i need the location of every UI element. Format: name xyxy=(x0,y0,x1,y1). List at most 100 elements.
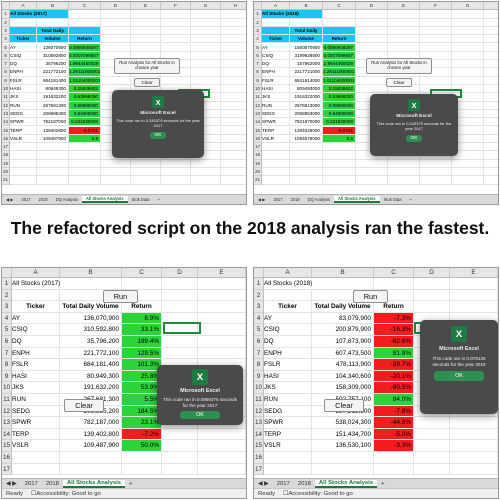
cell[interactable] xyxy=(191,168,221,177)
cell[interactable] xyxy=(484,127,498,135)
row-number[interactable]: 14 xyxy=(2,428,12,441)
cell[interactable] xyxy=(312,463,374,476)
cell[interactable]: 809493000 xyxy=(290,85,323,94)
cell[interactable] xyxy=(388,176,420,185)
row-number[interactable]: 21 xyxy=(254,176,262,185)
cell[interactable] xyxy=(420,168,452,177)
cell[interactable] xyxy=(312,452,374,464)
cell[interactable]: -0.0721 xyxy=(323,126,356,135)
cell[interactable]: Total Daily Volume xyxy=(60,301,122,313)
cell[interactable] xyxy=(323,18,356,27)
cell[interactable] xyxy=(10,168,37,177)
cell[interactable]: 221772100 xyxy=(37,68,69,77)
cell[interactable] xyxy=(262,18,290,27)
cell[interactable]: SEDG xyxy=(264,405,312,418)
column-header[interactable]: D xyxy=(101,2,131,10)
row-number[interactable]: 18 xyxy=(2,151,10,160)
cell[interactable]: -20.1% xyxy=(374,370,414,383)
cell[interactable] xyxy=(452,126,484,135)
cell[interactable]: 33.1% xyxy=(122,324,162,336)
clear-button[interactable]: Clear xyxy=(64,399,104,412)
cell[interactable] xyxy=(198,347,246,360)
cell[interactable]: All Stocks (2018) xyxy=(264,278,374,290)
column-header[interactable]: E xyxy=(388,2,420,10)
row-number[interactable]: 14 xyxy=(254,428,264,441)
row-number[interactable]: 11 xyxy=(254,394,264,406)
cell[interactable]: 53.9% xyxy=(122,382,162,394)
cell[interactable]: 191,632,200 xyxy=(60,382,122,394)
cell[interactable] xyxy=(262,151,290,160)
cell[interactable] xyxy=(420,18,452,27)
cell[interactable] xyxy=(484,68,498,77)
tab-nav-arrows-icon[interactable]: ◀ ▶ xyxy=(258,480,269,487)
cell[interactable]: DQ xyxy=(264,336,312,348)
cell[interactable] xyxy=(262,143,290,152)
row-number[interactable]: 11 xyxy=(2,394,12,406)
cell[interactable]: SPWR xyxy=(264,417,312,429)
cell[interactable] xyxy=(161,35,191,44)
cell[interactable]: -7.3% xyxy=(374,312,414,325)
cell[interactable] xyxy=(262,168,290,177)
cell[interactable] xyxy=(161,168,191,177)
cell[interactable]: -60.5% xyxy=(374,382,414,394)
column-header[interactable]: B xyxy=(60,268,122,277)
cell[interactable] xyxy=(452,76,484,85)
row-number[interactable]: 9 xyxy=(2,76,10,85)
column-header[interactable]: C xyxy=(323,2,356,10)
cell[interactable]: AY xyxy=(10,43,37,52)
column-header[interactable]: D xyxy=(162,268,198,277)
cell[interactable] xyxy=(191,151,221,160)
row-number[interactable]: 8 xyxy=(2,68,10,77)
row-number[interactable]: 1 xyxy=(254,278,264,290)
cell[interactable] xyxy=(101,176,131,185)
cell[interactable] xyxy=(484,93,498,102)
cell[interactable]: FSLR xyxy=(12,359,60,371)
cell[interactable]: 104,340,600 xyxy=(312,370,374,383)
cell[interactable]: -0.0721 xyxy=(69,126,101,135)
cell[interactable]: CSIQ xyxy=(264,324,312,336)
cell[interactable] xyxy=(69,143,101,152)
cell[interactable] xyxy=(484,110,498,119)
cell[interactable] xyxy=(10,159,37,168)
cell[interactable]: -7.8% xyxy=(374,405,414,418)
cell[interactable] xyxy=(484,143,498,152)
cell[interactable] xyxy=(484,44,498,52)
cell[interactable] xyxy=(191,101,221,110)
cell[interactable] xyxy=(191,126,221,135)
cell[interactable]: 782,187,000 xyxy=(60,417,122,429)
clear-button[interactable]: Clear xyxy=(386,78,412,87)
cell[interactable] xyxy=(101,10,131,19)
cell[interactable] xyxy=(484,85,498,94)
cell[interactable] xyxy=(414,463,450,476)
row-number[interactable]: 16 xyxy=(2,134,10,144)
cell[interactable] xyxy=(37,151,69,160)
cell[interactable]: 199.4% xyxy=(122,336,162,348)
cell[interactable]: 139402800 xyxy=(37,126,69,135)
cell[interactable] xyxy=(221,143,246,152)
run-button[interactable]: Run xyxy=(353,290,388,303)
row-number[interactable]: 3 xyxy=(254,301,264,313)
cell[interactable] xyxy=(69,176,101,185)
cell[interactable]: All Stocks (2018) xyxy=(262,10,323,19)
row-number[interactable]: 20 xyxy=(2,168,10,177)
cell[interactable] xyxy=(198,428,246,441)
cell[interactable]: SPWR xyxy=(262,118,290,127)
cell[interactable]: TERP xyxy=(12,428,60,441)
cell[interactable] xyxy=(356,10,388,19)
cell[interactable] xyxy=(414,301,450,313)
cell[interactable] xyxy=(191,134,221,144)
row-number[interactable]: 7 xyxy=(254,60,262,69)
cell[interactable] xyxy=(101,168,131,177)
cell[interactable] xyxy=(323,159,356,168)
cell[interactable] xyxy=(414,278,450,290)
cell[interactable] xyxy=(162,440,198,452)
cell[interactable] xyxy=(191,26,221,36)
cell[interactable]: -3.3% xyxy=(374,440,414,452)
cell[interactable] xyxy=(264,452,312,464)
cell[interactable] xyxy=(414,428,450,441)
sheet-tab[interactable]: Stok Data xyxy=(131,197,150,202)
column-header[interactable]: B xyxy=(312,268,374,277)
cell[interactable]: DQ xyxy=(10,60,37,69)
column-header[interactable]: D xyxy=(414,268,450,277)
column-header[interactable]: H xyxy=(484,2,499,9)
